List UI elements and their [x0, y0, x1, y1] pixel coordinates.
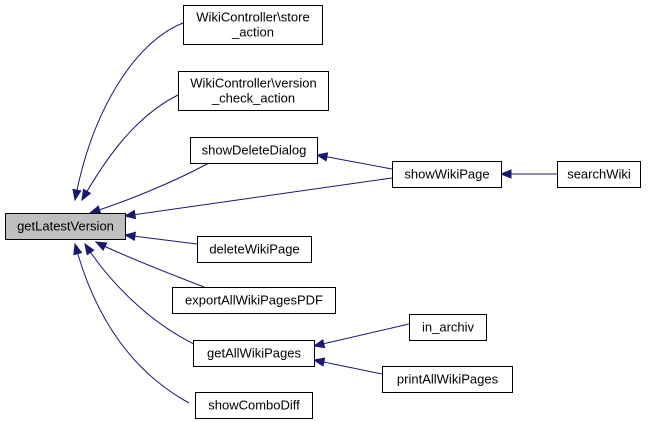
edge-vcheck-to-root — [81, 94, 179, 201]
arrowhead-vcheck-to-root — [81, 188, 92, 202]
node-label: in_archiv — [422, 320, 475, 335]
edge-showWiki-to-root — [124, 177, 393, 217]
node-label: showDeleteDialog — [202, 143, 307, 158]
node-label: WikiController\version — [190, 76, 316, 91]
arrowhead-inArchiv-to-getAll — [312, 338, 326, 349]
node-box — [195, 392, 313, 419]
arrowhead-showWiki-to-showDelete — [315, 152, 329, 162]
arrowhead-getAll-to-root — [84, 242, 95, 256]
node-label: getLatestVersion — [17, 219, 114, 234]
node-combo[interactable]: showComboDiff — [195, 392, 313, 419]
node-label: exportAllWikiPagesPDF — [185, 293, 323, 308]
node-label: searchWiki — [567, 167, 631, 182]
edge-combo-to-root — [74, 243, 190, 404]
arrowhead-combo-to-root — [73, 242, 83, 256]
node-root[interactable]: getLatestVersion — [5, 213, 126, 240]
node-search[interactable]: searchWiki — [557, 161, 641, 188]
arrowhead-showDelete-to-root — [88, 205, 102, 215]
edge-getAll-to-root — [84, 243, 197, 346]
graph-nodes: getLatestVersion WikiController\store_act… — [5, 5, 641, 419]
node-label: _action — [231, 25, 274, 40]
node-getAll[interactable]: getAllWikiPages — [193, 340, 315, 367]
arrowhead-exportAll-to-root — [94, 241, 108, 251]
node-box — [197, 236, 312, 263]
edge-printAll-to-getAll — [313, 359, 383, 375]
node-box — [392, 161, 502, 188]
node-label: showComboDiff — [208, 398, 300, 413]
node-store[interactable]: WikiController\store_action — [183, 5, 323, 45]
node-inArchiv[interactable]: in_archiv — [409, 314, 487, 341]
node-showDelete[interactable]: showDeleteDialog — [190, 137, 318, 164]
node-exportAll[interactable]: exportAllWikiPagesPDF — [172, 287, 336, 314]
node-label: printAllWikiPages — [397, 372, 499, 387]
node-showWiki[interactable]: showWikiPage — [392, 161, 502, 188]
arrowhead-printAll-to-getAll — [312, 357, 326, 367]
node-box — [5, 213, 126, 240]
node-box — [183, 5, 323, 45]
node-label: getAllWikiPages — [207, 346, 301, 361]
node-vcheck[interactable]: WikiController\version_check_action — [178, 71, 329, 111]
arrowhead-store-to-root — [72, 188, 82, 202]
arrowhead-search-to-showWiki — [499, 169, 512, 179]
node-box — [193, 340, 315, 367]
edge-showWiki-to-showDelete — [316, 154, 393, 170]
node-box — [190, 137, 318, 164]
edge-inArchiv-to-getAll — [313, 323, 410, 347]
node-box — [382, 366, 513, 393]
node-box — [557, 161, 641, 188]
node-label: _check_action — [211, 91, 295, 106]
node-label: showWikiPage — [404, 167, 489, 182]
node-label: WikiController\store — [196, 10, 309, 25]
arrowhead-showWiki-to-root — [123, 209, 137, 220]
arrowhead-deleteWiki-to-root — [123, 231, 136, 241]
edge-deleteWiki-to-root — [124, 234, 198, 245]
node-box — [409, 314, 487, 341]
node-box — [172, 287, 336, 314]
node-label: deleteWikiPage — [209, 242, 299, 257]
node-deleteWiki[interactable]: deleteWikiPage — [197, 236, 312, 263]
graph-edges — [72, 22, 557, 404]
edge-showDelete-to-root — [89, 162, 210, 214]
node-box — [178, 71, 329, 111]
edge-store-to-root — [74, 22, 184, 201]
node-printAll[interactable]: printAllWikiPages — [382, 366, 513, 393]
